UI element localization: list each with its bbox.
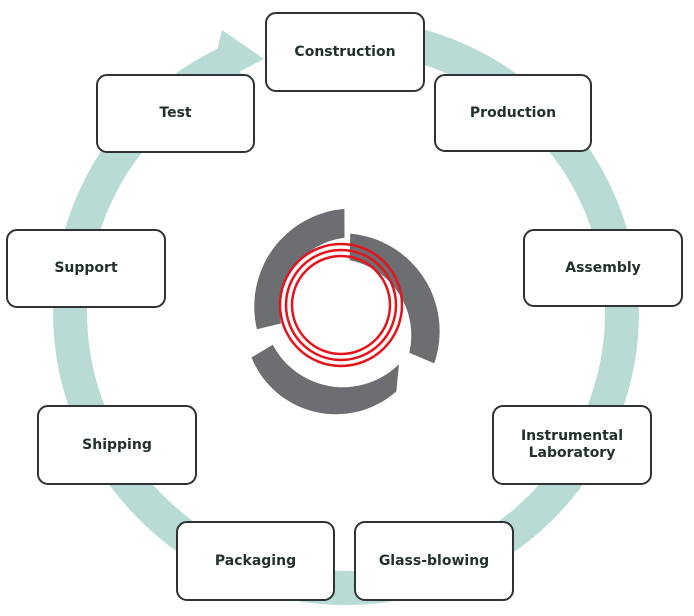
stage-support[interactable]: Support bbox=[6, 229, 166, 308]
logo-gray-segment-1 bbox=[254, 208, 345, 330]
stage-label: Instrumental Laboratory bbox=[520, 428, 624, 461]
company-logo-icon bbox=[251, 208, 440, 415]
stage-packaging[interactable]: Packaging bbox=[176, 521, 335, 601]
stage-construction[interactable]: Construction bbox=[265, 12, 425, 92]
stage-instrumental-laboratory[interactable]: Instrumental Laboratory bbox=[492, 405, 652, 485]
logo-red-ring-outer bbox=[278, 242, 404, 368]
stage-label: Test bbox=[159, 105, 192, 121]
cycle-arrow-head-icon bbox=[208, 30, 264, 88]
logo-red-ring-inner bbox=[290, 254, 392, 356]
stage-label: Packaging bbox=[214, 552, 297, 569]
stage-shipping[interactable]: Shipping bbox=[37, 405, 197, 485]
stage-assembly[interactable]: Assembly bbox=[523, 229, 683, 307]
logo-gray-segment-3 bbox=[251, 344, 399, 415]
stage-glass-blowing[interactable]: Glass-blowing bbox=[354, 521, 514, 601]
stage-production[interactable]: Production bbox=[434, 74, 592, 152]
stage-label: Assembly bbox=[565, 259, 641, 276]
stage-label: Construction bbox=[294, 43, 396, 60]
stage-label: Glass-blowing bbox=[378, 552, 490, 569]
stage-test[interactable]: Test bbox=[96, 74, 255, 153]
stage-label: Shipping bbox=[82, 436, 152, 453]
stage-label: Support bbox=[54, 260, 118, 276]
stage-label: Production bbox=[469, 104, 557, 121]
logo-red-ring-middle bbox=[284, 248, 398, 362]
